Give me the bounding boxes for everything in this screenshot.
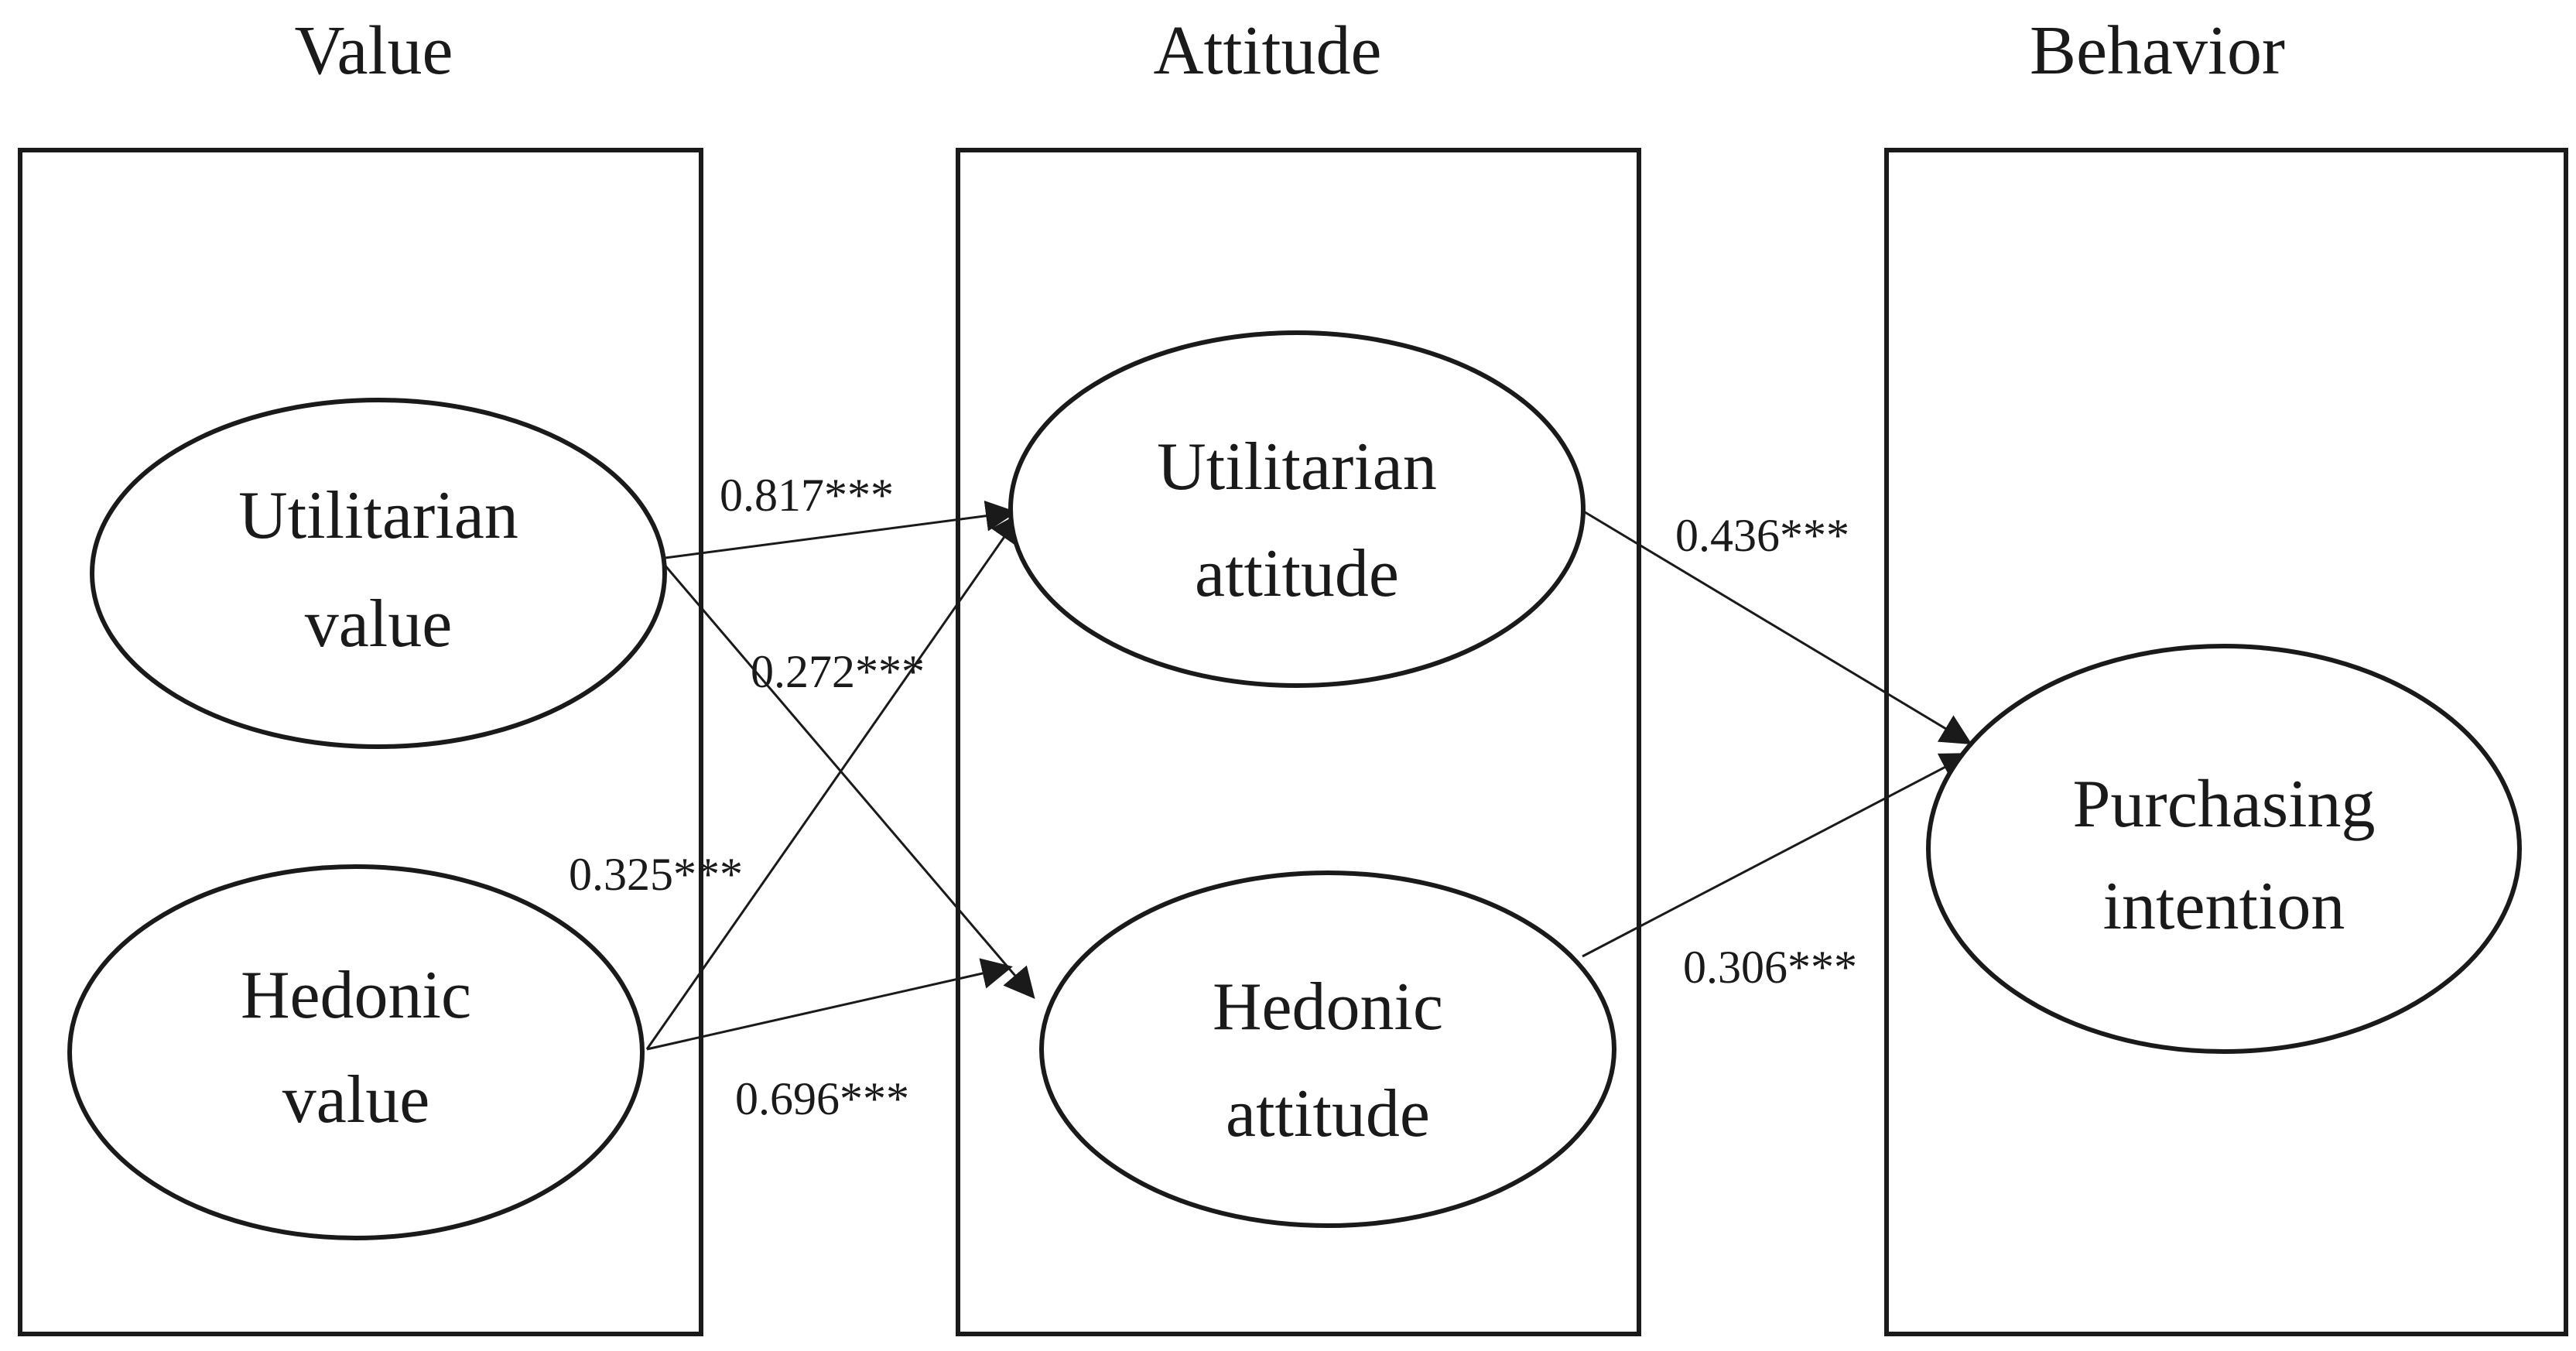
node-label-line-2: attitude	[1226, 1076, 1430, 1151]
node-label-line-2: attitude	[1195, 536, 1399, 611]
attitude-group-box	[956, 148, 1641, 1336]
node-purchasing-intention: Purchasing intention	[1926, 644, 2522, 1054]
coef-hv-to-ha: 0.696***	[735, 1073, 909, 1124]
behavior-group-box	[1884, 148, 2568, 1336]
path-utilitarian-value-to-utilitarian-attitude	[659, 500, 1017, 560]
coef-ha-to-pi: 0.306***	[1683, 942, 1857, 993]
column-title-value: Value	[295, 12, 453, 89]
node-label-line-2: value	[282, 1062, 430, 1137]
node-label-line-1: Utilitarian	[238, 478, 518, 553]
path-utilitarian-attitude-to-purchasing-intention	[1582, 509, 1972, 745]
node-utilitarian-attitude: Utilitarian attitude	[1008, 330, 1586, 688]
path-utilitarian-value-to-hedonic-attitude	[658, 558, 1035, 1000]
coef-hv-to-ua: 0.325***	[569, 849, 743, 900]
node-label-line-1: Hedonic	[1213, 970, 1443, 1045]
column-title-behavior: Behavior	[2030, 12, 2285, 89]
node-hedonic-value: Hedonic value	[67, 864, 645, 1240]
node-label-line-1: Hedonic	[241, 958, 471, 1033]
node-hedonic-attitude: Hedonic attitude	[1039, 870, 1616, 1228]
node-label-line-2: value	[305, 587, 453, 662]
path-hedonic-value-to-utilitarian-attitude	[645, 511, 1022, 1050]
path-hedonic-value-to-hedonic-attitude	[646, 958, 1013, 1051]
coef-uv-to-ha: 0.272***	[751, 646, 925, 697]
value-group-box	[18, 148, 703, 1336]
node-utilitarian-value: Utilitarian value	[90, 398, 667, 749]
node-label-line-1: Utilitarian	[1157, 429, 1437, 504]
coef-ua-to-pi: 0.436***	[1675, 510, 1849, 561]
node-label-line-2: intention	[2103, 869, 2345, 944]
column-title-attitude: Attitude	[1154, 12, 1382, 89]
node-label-line-1: Purchasing	[2072, 767, 2375, 842]
path-hedonic-attitude-to-purchasing-intention	[1582, 753, 1972, 958]
coef-uv-to-ua: 0.817***	[720, 470, 894, 521]
